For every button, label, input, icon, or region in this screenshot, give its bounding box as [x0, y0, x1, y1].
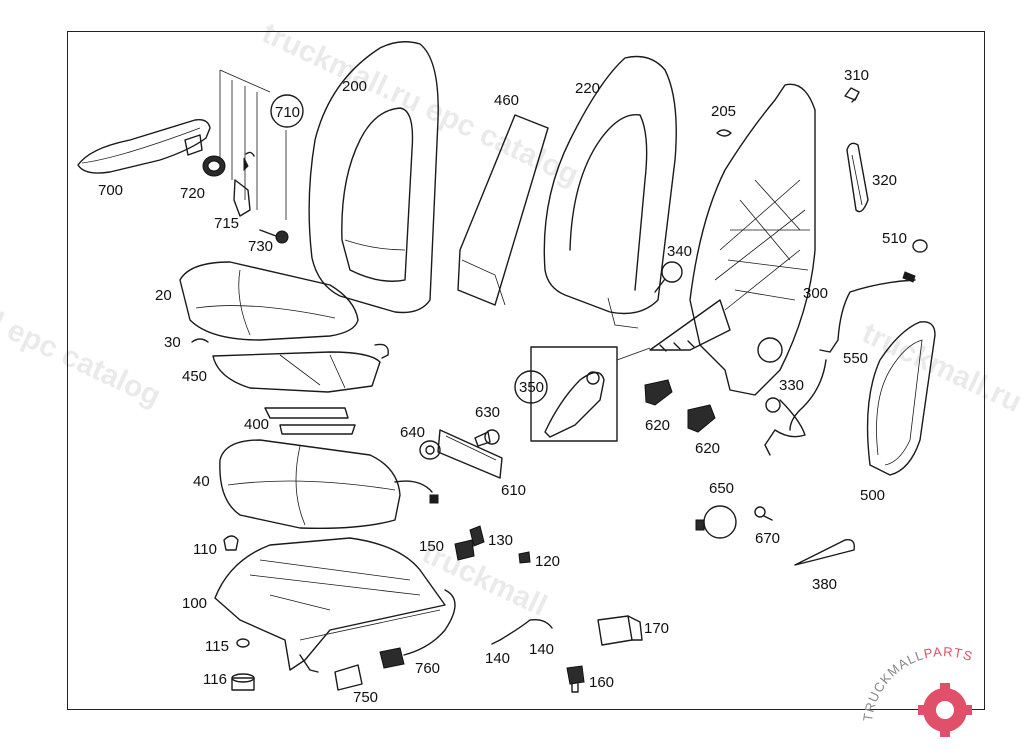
label-620-a: 620 — [645, 417, 670, 434]
watermark-text: truckmall.ru epc catalog — [257, 16, 584, 192]
clip-120-part[interactable] — [518, 551, 531, 564]
label-610: 610 — [501, 482, 526, 499]
truckmall-logo: TRUCKMALLPARTS — [860, 644, 976, 737]
seat-base-100-part[interactable] — [214, 537, 446, 673]
label-170: 170 — [644, 620, 669, 637]
cover-650-part[interactable] — [695, 505, 737, 539]
watermark-text: l epc catalog — [0, 306, 166, 413]
backrest-foam-part[interactable] — [543, 55, 677, 329]
module-170-part[interactable] — [597, 615, 643, 646]
cable-550-part[interactable] — [789, 271, 916, 431]
label-640: 640 — [400, 424, 425, 441]
armrest-part[interactable] — [77, 118, 211, 174]
watermark-text: truckmall.ru e — [857, 316, 1024, 429]
label-200: 200 — [342, 78, 367, 95]
label-300: 300 — [803, 285, 828, 302]
label-650: 650 — [709, 480, 734, 497]
clip-160-part[interactable] — [566, 665, 585, 693]
clip-205-part[interactable] — [716, 129, 732, 137]
back-panel-part[interactable] — [457, 114, 549, 306]
label-510: 510 — [882, 230, 907, 247]
label-220: 220 — [575, 80, 600, 97]
lever-620a-part[interactable] — [644, 379, 673, 406]
label-115: 115 — [205, 638, 229, 655]
diagram-frame — [67, 31, 985, 710]
screw-part[interactable] — [259, 229, 289, 244]
label-116: 116 — [203, 671, 227, 688]
label-160: 160 — [589, 674, 614, 691]
label-120: 120 — [535, 553, 560, 570]
label-550: 550 — [843, 350, 868, 367]
seat-cushion-40-part[interactable] — [219, 439, 439, 530]
label-700: 700 — [98, 182, 123, 199]
cable-tie-380-part[interactable] — [794, 539, 855, 566]
label-110: 110 — [193, 541, 217, 558]
label-330: 330 — [779, 377, 804, 394]
backrest-cover-part[interactable] — [308, 41, 439, 314]
nut-110-part[interactable] — [223, 535, 239, 551]
logo-text-accent: PARTS — [923, 644, 976, 664]
label-20: 20 — [155, 287, 172, 304]
grommet-510-part[interactable] — [912, 239, 928, 253]
foot-116-part[interactable] — [231, 673, 255, 691]
cover-320-part[interactable] — [846, 142, 869, 213]
label-150: 150 — [419, 538, 444, 555]
seat-foam-450-part[interactable] — [212, 343, 389, 393]
label-310: 310 — [844, 67, 869, 84]
actuator-330-part[interactable] — [764, 397, 806, 456]
label-350: 350 — [519, 379, 544, 396]
rail-610-part[interactable] — [437, 429, 503, 479]
gear-icon — [918, 683, 972, 737]
label-500: 500 — [860, 487, 885, 504]
part-labels: 200 460 220 205 310 710 700 720 715 730 … — [98, 67, 907, 706]
strap-140-part[interactable] — [491, 618, 553, 645]
label-760: 760 — [415, 660, 440, 677]
side-panel-500-part[interactable] — [866, 321, 936, 476]
lever-620b-part[interactable] — [687, 404, 716, 433]
label-710: 710 — [275, 104, 300, 121]
label-460: 460 — [494, 92, 519, 109]
label-730: 730 — [248, 238, 273, 255]
connector-750-part[interactable] — [334, 664, 363, 691]
armrest-bracket-part[interactable] — [219, 69, 304, 220]
detail-350-box[interactable] — [514, 346, 651, 442]
label-380: 380 — [812, 576, 837, 593]
label-720: 720 — [180, 185, 205, 202]
label-100: 100 — [182, 595, 207, 612]
logo-text-main: TRUCKMALL — [860, 647, 926, 722]
clip-310-part[interactable] — [844, 87, 860, 103]
label-140-b: 140 — [529, 641, 554, 658]
label-320: 320 — [872, 172, 897, 189]
label-630: 630 — [475, 404, 500, 421]
label-130: 130 — [488, 532, 513, 549]
label-400: 400 — [244, 416, 269, 433]
label-715: 715 — [214, 215, 239, 232]
bushing-640-part[interactable] — [419, 440, 441, 460]
label-30: 30 — [164, 334, 181, 351]
screw-670-part[interactable] — [754, 506, 773, 521]
clip-30-part[interactable] — [191, 338, 209, 343]
label-670: 670 — [755, 530, 780, 547]
label-340: 340 — [667, 243, 692, 260]
backrest-frame-part[interactable] — [649, 83, 816, 396]
washer-115-part[interactable] — [236, 638, 250, 648]
cable-760-part[interactable] — [379, 589, 456, 669]
knob-340-part[interactable] — [654, 261, 683, 293]
switch-150-part[interactable] — [454, 539, 475, 561]
plate-400-part[interactable] — [264, 407, 356, 435]
bolt-630-part[interactable] — [474, 429, 500, 447]
clip-part[interactable] — [233, 151, 255, 217]
ring-part[interactable] — [202, 155, 226, 177]
label-620-b: 620 — [695, 440, 720, 457]
label-450: 450 — [182, 368, 207, 385]
label-205: 205 — [711, 103, 736, 120]
label-140-a: 140 — [485, 650, 510, 667]
label-750: 750 — [353, 689, 378, 706]
switch-130-part[interactable] — [469, 525, 485, 547]
label-40: 40 — [193, 473, 210, 490]
seat-cushion-cover-part[interactable] — [179, 261, 359, 341]
